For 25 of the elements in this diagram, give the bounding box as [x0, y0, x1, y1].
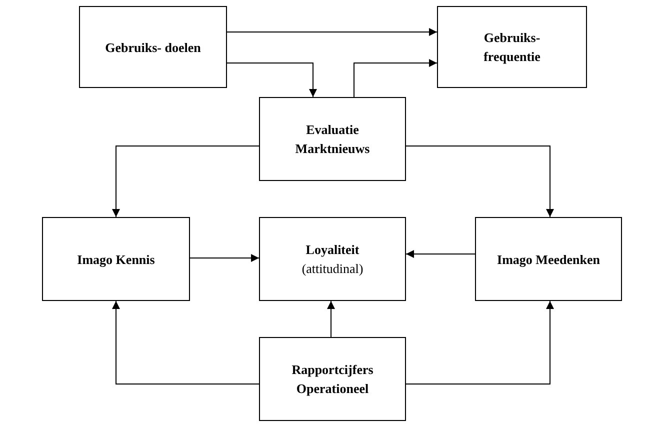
box-label: Gebruiks- doelen [105, 38, 201, 56]
box-label: Evaluatie Marktnieuws [294, 121, 371, 158]
arrow [354, 59, 438, 98]
box-label: Imago Meedenken [497, 250, 600, 268]
arrow [112, 300, 260, 384]
arrow [226, 62, 317, 98]
process-box [259, 97, 406, 181]
box-label: Loyaliteit [306, 241, 360, 259]
arrow [406, 146, 554, 218]
arrow [226, 28, 438, 36]
arrow [406, 250, 476, 258]
process-box [259, 337, 406, 421]
process-box [42, 217, 190, 301]
box-label: Rapportcijfers Operationeel [290, 361, 374, 398]
box-label: (attitudinal) [302, 260, 364, 278]
box-label: Gebruiks- frequentie [482, 29, 542, 66]
process-box [259, 217, 406, 301]
arrow [190, 254, 260, 262]
process-box [79, 6, 227, 88]
process-box [475, 217, 622, 301]
process-box [437, 6, 587, 88]
arrow [406, 300, 554, 384]
arrow [112, 146, 260, 218]
box-label: Imago Kennis [77, 250, 155, 268]
arrow [327, 300, 335, 338]
